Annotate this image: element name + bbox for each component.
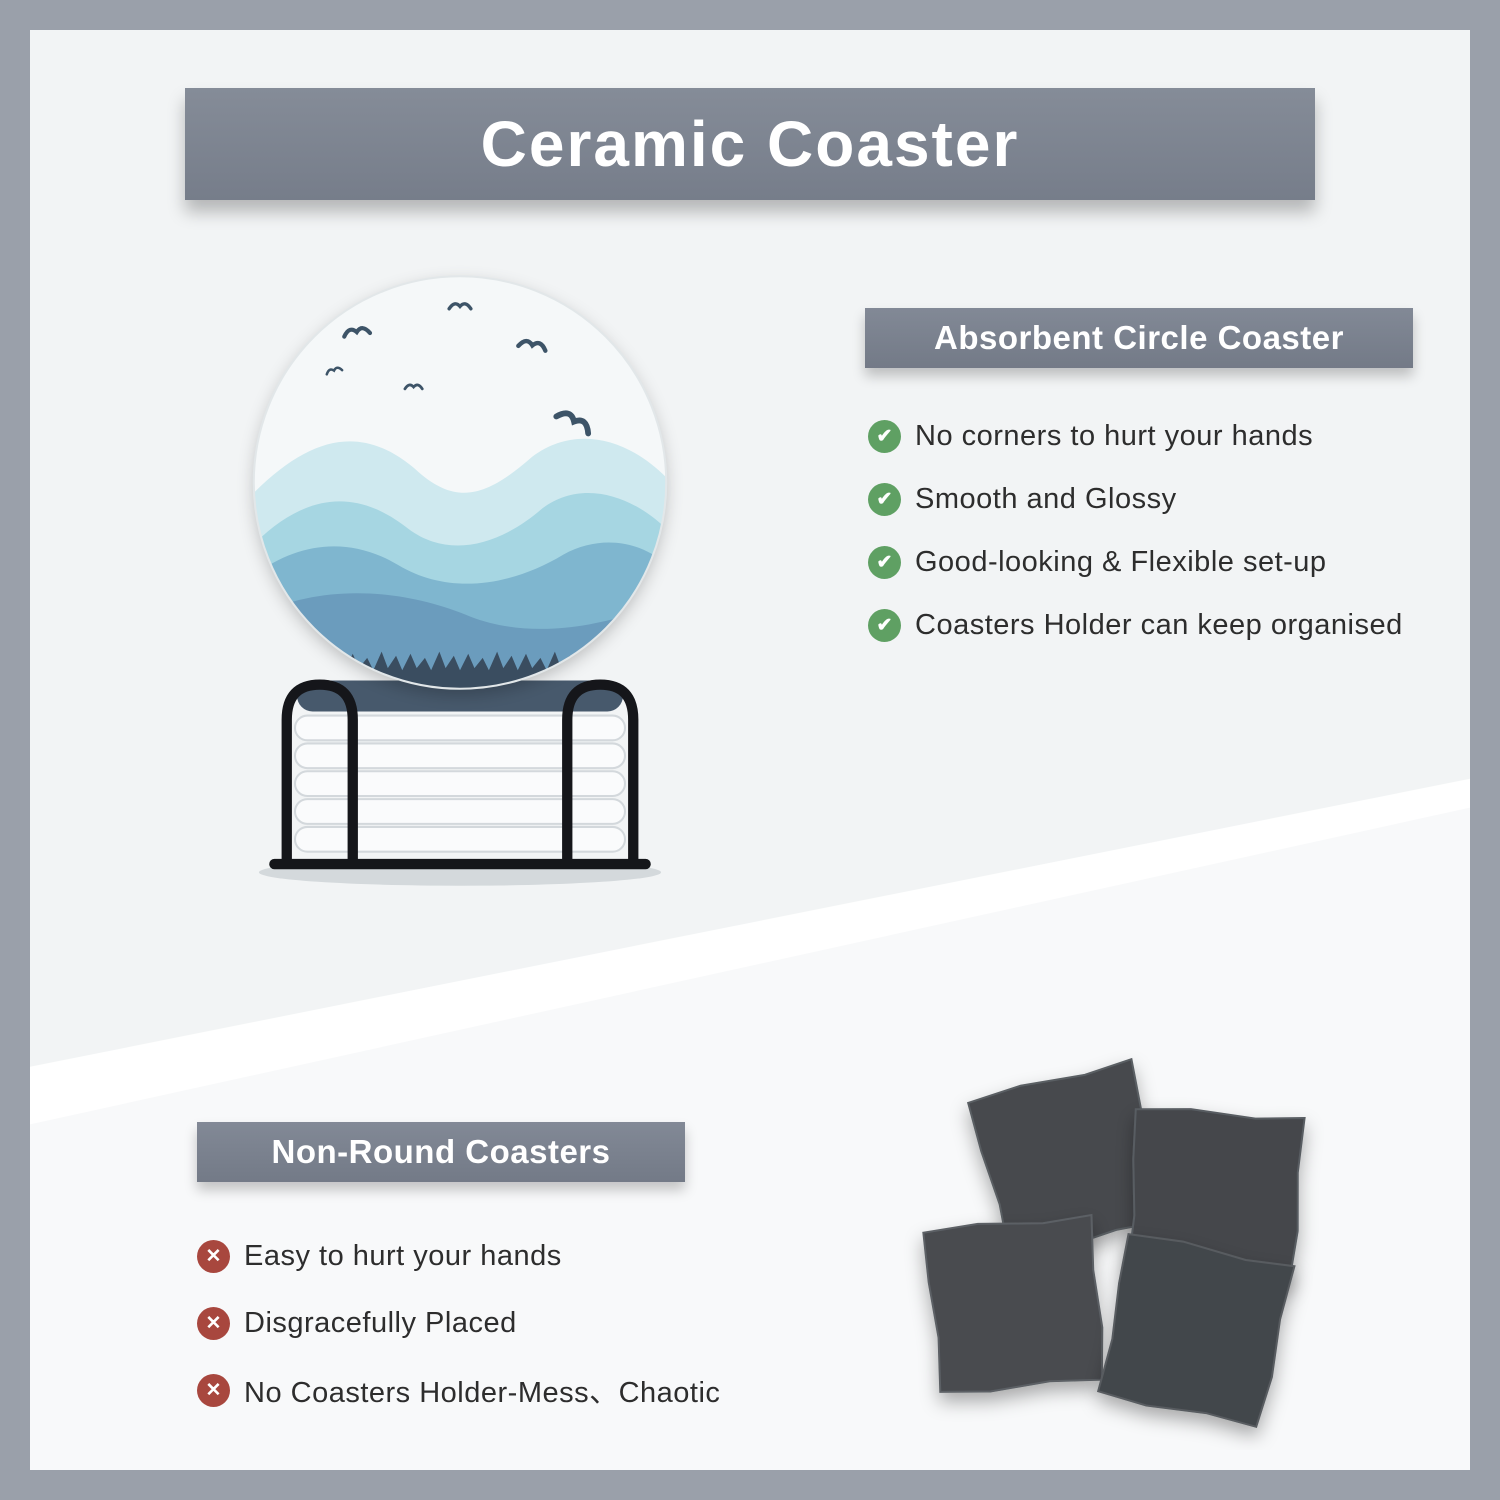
- check-icon: ✔: [868, 419, 901, 453]
- pro-item-text: No corners to hurt your hands: [915, 419, 1314, 452]
- cross-icon: ✕: [197, 1239, 230, 1273]
- title-banner: Ceramic Coaster: [185, 88, 1315, 200]
- round-coaster-face: [252, 275, 668, 690]
- page-title: Ceramic Coaster: [480, 108, 1020, 180]
- square-slate-coasters-image: [922, 1056, 1307, 1431]
- check-icon: ✔: [868, 545, 901, 579]
- pro-item: ✔ Good-looking & Flexible set-up: [868, 544, 1468, 580]
- coaster-stack: [293, 680, 627, 853]
- pro-item: ✔ Coasters Holder can keep organised: [868, 607, 1468, 643]
- pro-item: ✔ No corners to hurt your hands: [868, 418, 1468, 454]
- pros-heading: Absorbent Circle Coaster: [934, 319, 1344, 356]
- pro-item-text: Smooth and Glossy: [915, 482, 1177, 515]
- cons-list: ✕ Easy to hurt your hands ✕ Disgracefull…: [197, 1238, 817, 1439]
- con-item: ✕ Easy to hurt your hands: [197, 1238, 817, 1274]
- con-item: ✕ Disgracefully Placed: [197, 1305, 817, 1341]
- pro-item: ✔ Smooth and Glossy: [868, 481, 1468, 517]
- con-item-text: No Coasters Holder-Mess、Chaotic: [244, 1377, 721, 1409]
- round-coaster-product-image: [252, 275, 668, 886]
- cross-icon: ✕: [197, 1373, 230, 1407]
- con-item-text: Easy to hurt your hands: [244, 1239, 562, 1272]
- con-item: ✕ No Coasters Holder-Mess、Chaotic: [197, 1372, 817, 1409]
- pro-item-text: Good-looking & Flexible set-up: [915, 545, 1327, 578]
- con-item-text: Disgracefully Placed: [244, 1306, 517, 1339]
- pros-heading-banner: Absorbent Circle Coaster: [865, 308, 1413, 368]
- cons-heading: Non-Round Coasters: [271, 1133, 611, 1170]
- infographic-inner: Ceramic Coaster: [30, 30, 1470, 1470]
- check-icon: ✔: [868, 608, 901, 642]
- slate-coaster: [922, 1212, 1108, 1398]
- pros-list: ✔ No corners to hurt your hands ✔ Smooth…: [868, 418, 1468, 670]
- cons-heading-banner: Non-Round Coasters: [197, 1122, 685, 1182]
- check-icon: ✔: [868, 482, 901, 516]
- pro-item-text: Coasters Holder can keep organised: [915, 608, 1403, 641]
- cross-icon: ✕: [197, 1306, 230, 1340]
- coaster-holder: [269, 679, 651, 870]
